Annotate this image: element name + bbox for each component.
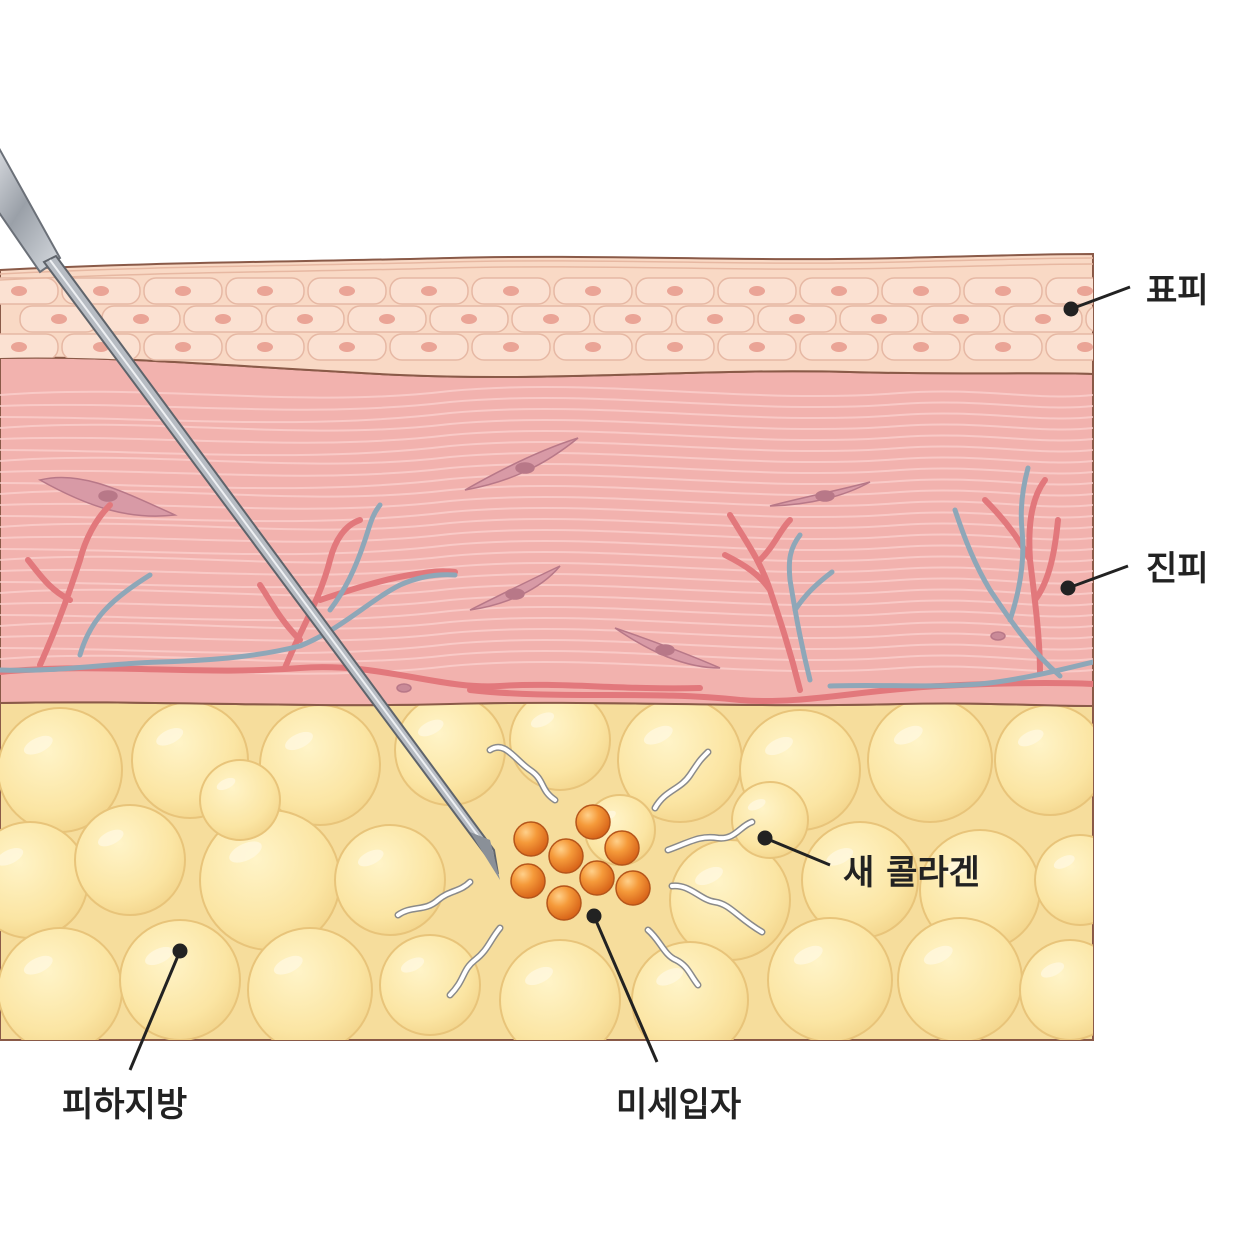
fat-cell [631,941,749,1040]
fat-cell [731,781,809,859]
fat-cell [1019,939,1093,1040]
microparticle [513,821,549,857]
epidermal-cell [1085,305,1093,333]
microparticle [579,860,615,896]
epidermal-cells [0,254,1093,361]
label-dermis: 진피 [1146,549,1209,589]
fat-cell [119,919,241,1040]
label-microparticles: 미세입자 [616,1085,741,1125]
blood-vessels [0,465,1093,705]
microparticle [546,885,582,921]
fat-cell [994,704,1093,816]
label-epidermis: 표피 [1146,271,1209,311]
fat-cell [897,917,1023,1040]
epidermis-layer [0,252,1094,378]
subcutaneous-fat-layer [0,701,1094,1041]
new-collagen-strands [394,744,766,999]
fat-cells [0,702,1093,1040]
fat-cell [0,927,123,1040]
fat-cell [509,702,611,791]
microparticle [548,838,584,874]
fat-cell [867,702,993,823]
fat-cell [499,939,621,1040]
fat-cell [247,927,373,1040]
epidermal-cell [0,277,59,305]
fat-cell [74,804,186,916]
leader-lines [128,285,1131,1071]
label-subcutaneous-fat: 피하지방 [62,1085,187,1125]
microparticles-cluster [510,804,651,921]
microparticle [615,870,651,906]
fat-cell [199,759,281,841]
microparticle [510,863,546,899]
fibroblast-cells [37,437,1006,693]
fat-cell [767,917,893,1040]
fat-cell [1034,834,1093,926]
fat-cell [379,934,481,1036]
epidermal-cell [0,333,59,361]
microparticle [604,830,640,866]
microparticle [575,804,611,840]
dermis-layer [0,356,1094,708]
needle [0,147,500,880]
label-new-collagen: 새 콜라겐 [843,853,980,893]
fat-cell [334,824,446,936]
